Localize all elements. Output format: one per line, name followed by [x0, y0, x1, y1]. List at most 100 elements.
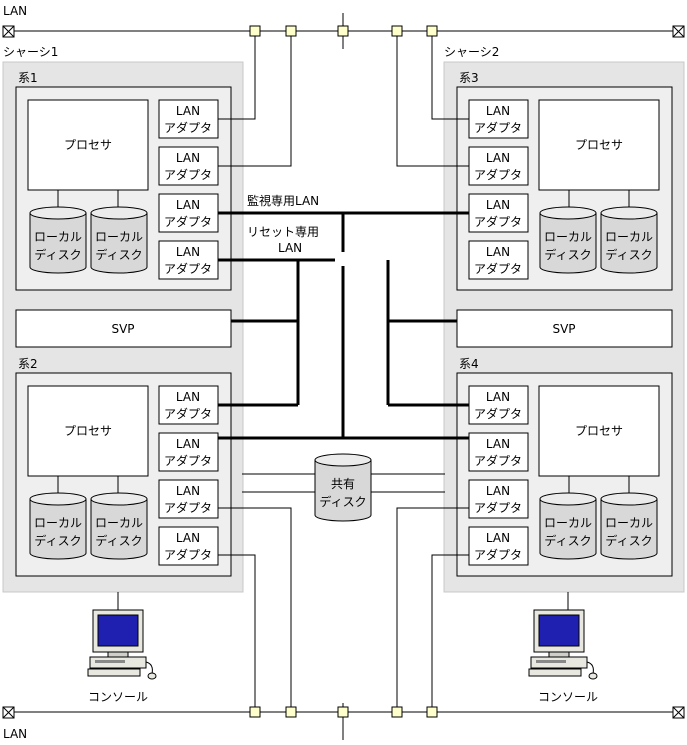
svg-text:ディスク: ディスク [544, 247, 591, 262]
svp-right-label: SVP [552, 322, 575, 336]
reset-lan-label-line2: LAN [278, 241, 302, 255]
lan-adapter-4b: LAN アダプタ [468, 432, 529, 472]
local-disk-4b: ローカル ディスク [600, 492, 658, 560]
shared-disk: 共有 ディスク [314, 453, 372, 522]
svg-text:アダプタ: アダプタ [164, 167, 212, 182]
bottom-lan-label: LAN [3, 727, 27, 741]
svg-text:ディスク: ディスク [544, 533, 591, 548]
svg-text:LAN: LAN [486, 245, 510, 259]
svg-text:ローカル: ローカル [544, 516, 592, 530]
lan-adapter-3c: LAN アダプタ [468, 193, 529, 233]
svg-text:アダプタ: アダプタ [474, 547, 522, 562]
console-right-label: コンソール [538, 690, 598, 704]
top-lan-left-terminator [2, 25, 15, 38]
svg-text:アダプタ: アダプタ [164, 120, 212, 135]
lan-adapter-2d: LAN アダプタ [158, 526, 219, 566]
lan-adapter-4c: LAN アダプタ [468, 479, 529, 519]
local-disk-3a: ローカル ディスク [539, 206, 597, 274]
svg-text:LAN: LAN [486, 484, 510, 498]
lan-adapter-1b: LAN アダプタ [158, 146, 219, 186]
top-lan-nodes [249, 25, 438, 37]
svg-text:LAN: LAN [176, 484, 200, 498]
svg-text:アダプタ: アダプタ [164, 453, 212, 468]
bottom-lan-right-terminator [672, 706, 685, 719]
processor-4 [538, 385, 660, 477]
svg-text:アダプタ: アダプタ [474, 214, 522, 229]
svg-text:LAN: LAN [176, 390, 200, 404]
processor-3-label: プロセサ [575, 138, 623, 152]
reset-lan-label-line1: リセット専用 [247, 225, 319, 239]
processor-1-label: プロセサ [64, 138, 112, 152]
svp-left [15, 309, 232, 348]
chassis-1-label: シャーシ1 [3, 45, 58, 59]
processor-3 [538, 99, 660, 191]
svg-text:LAN: LAN [176, 437, 200, 451]
svg-text:ローカル: ローカル [544, 230, 592, 244]
lan-adapter-2b: LAN アダプタ [158, 432, 219, 472]
svg-text:ディスク: ディスク [95, 247, 142, 262]
svg-text:ローカル: ローカル [34, 516, 82, 530]
system-4-label: 系4 [459, 357, 479, 371]
svg-text:LAN: LAN [176, 245, 200, 259]
chassis-2-label: シャーシ2 [444, 45, 499, 59]
lan-adapter-1d: LAN アダプタ [158, 240, 219, 280]
top-lan-right-terminator [672, 25, 685, 38]
svg-text:LAN: LAN [486, 390, 510, 404]
lan-adapter-4a: LAN アダプタ [468, 385, 529, 425]
reset-lan [218, 258, 469, 407]
svg-text:ディスク: ディスク [34, 247, 81, 262]
svg-text:アダプタ: アダプタ [164, 261, 212, 276]
console-right-icon [528, 609, 598, 680]
console-left-label: コンソール [88, 690, 148, 704]
svp-left-label: SVP [111, 322, 134, 336]
svg-text:アダプタ: アダプタ [474, 406, 522, 421]
svp-right [456, 309, 673, 348]
svg-text:ディスク: ディスク [319, 494, 366, 509]
svg-text:ローカル: ローカル [605, 230, 653, 244]
svg-text:ローカル: ローカル [95, 230, 143, 244]
lan-adapter-3d: LAN アダプタ [468, 240, 529, 280]
local-disk-1a: ローカル ディスク [29, 206, 87, 274]
svg-text:LAN: LAN [486, 198, 510, 212]
svg-text:LAN: LAN [176, 104, 200, 118]
svg-text:共有: 共有 [331, 477, 355, 491]
svg-text:LAN: LAN [486, 151, 510, 165]
lan-adapter-1c: LAN アダプタ [158, 193, 219, 233]
system-1-label: 系1 [18, 71, 38, 85]
svg-text:アダプタ: アダプタ [164, 547, 212, 562]
local-disk-2a: ローカル ディスク [29, 492, 87, 560]
bottom-lan-left-terminator [2, 706, 15, 719]
lan-adapter-4d: LAN アダプタ [468, 526, 529, 566]
svg-text:アダプタ: アダプタ [164, 500, 212, 515]
svg-text:LAN: LAN [486, 531, 510, 545]
svg-text:LAN: LAN [486, 104, 510, 118]
svg-text:ディスク: ディスク [34, 533, 81, 548]
monitoring-lan-label: 監視専用LAN [247, 193, 319, 208]
svg-text:ディスク: ディスク [95, 533, 142, 548]
svg-text:LAN: LAN [176, 531, 200, 545]
local-disk-3b: ローカル ディスク [600, 206, 658, 274]
system-3-label: 系3 [459, 71, 479, 85]
top-lan-label: LAN [3, 4, 27, 18]
svg-text:アダプタ: アダプタ [164, 406, 212, 421]
local-disk-1b: ローカル ディスク [90, 206, 148, 274]
svg-text:アダプタ: アダプタ [474, 261, 522, 276]
svg-text:LAN: LAN [176, 151, 200, 165]
svg-text:ローカル: ローカル [95, 516, 143, 530]
processor-1 [27, 99, 149, 191]
svg-text:アダプタ: アダプタ [474, 500, 522, 515]
console-left-icon [87, 609, 157, 680]
lan-adapter-3a: LAN アダプタ [468, 99, 529, 139]
system-2-label: 系2 [18, 357, 38, 371]
local-disk-2b: ローカル ディスク [90, 492, 148, 560]
processor-4-label: プロセサ [575, 424, 623, 438]
public-lan-wiring [218, 31, 469, 712]
svg-text:アダプタ: アダプタ [474, 167, 522, 182]
svg-text:アダプタ: アダプタ [474, 120, 522, 135]
bottom-lan-nodes [249, 706, 438, 718]
lan-adapter-2c: LAN アダプタ [158, 479, 219, 519]
svg-text:ディスク: ディスク [605, 533, 652, 548]
svg-text:LAN: LAN [176, 198, 200, 212]
svg-text:LAN: LAN [486, 437, 510, 451]
